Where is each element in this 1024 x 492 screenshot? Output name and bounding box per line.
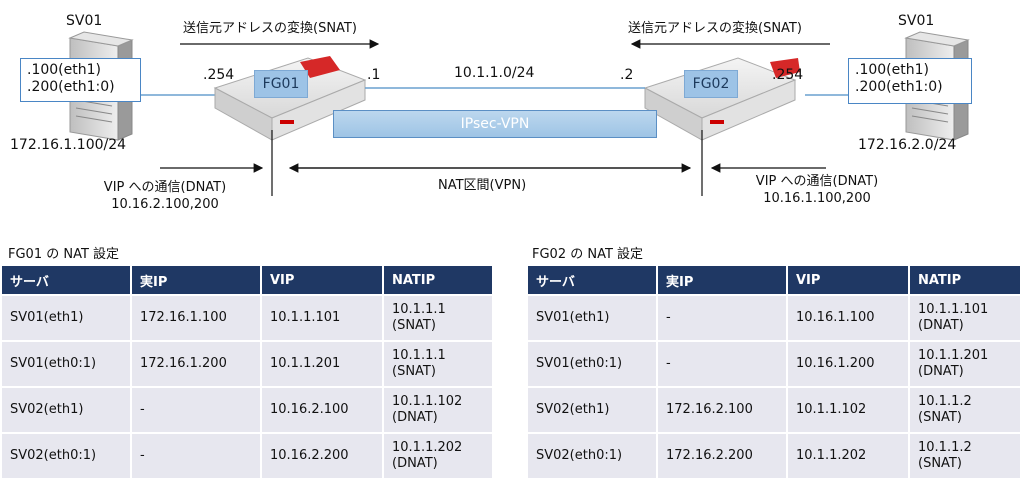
natip-type: (DNAT) bbox=[918, 364, 964, 379]
cell-server: SV01(eth1) bbox=[2, 294, 132, 341]
nat-zone-label: NAT区間(VPN) bbox=[438, 178, 527, 193]
cell-natip: 10.1.1.201(DNAT) bbox=[909, 340, 1022, 387]
col-header-server: サーバ bbox=[528, 266, 658, 295]
natip-type: (DNAT) bbox=[392, 456, 438, 471]
table-row: SV02(eth1) - 10.16.2.100 10.1.1.102(DNAT… bbox=[2, 386, 494, 433]
table-row: SV01(eth0:1) 172.16.1.200 10.1.1.201 10.… bbox=[2, 340, 494, 387]
cell-server: SV02(eth0:1) bbox=[2, 432, 132, 478]
left-server-name: SV01 bbox=[66, 13, 103, 29]
cell-natip: 10.1.1.101(DNAT) bbox=[909, 294, 1022, 341]
table-header-row: サーバ 実IP VIP NATIP bbox=[2, 266, 494, 295]
natip-value: 10.1.1.2 bbox=[918, 394, 972, 409]
cell-server: SV02(eth0:1) bbox=[528, 432, 658, 478]
natip-value: 10.1.1.101 bbox=[918, 302, 989, 317]
cell-vip: 10.16.2.200 bbox=[261, 432, 384, 478]
cell-natip: 10.1.1.1(SNAT) bbox=[383, 294, 494, 341]
cell-real-ip: 172.16.1.200 bbox=[131, 340, 262, 387]
cell-vip: 10.16.2.100 bbox=[261, 386, 384, 433]
fg02-table-title: FG02 の NAT 設定 bbox=[532, 247, 644, 262]
table-row: SV01(eth1) - 10.16.1.100 10.1.1.101(DNAT… bbox=[528, 294, 1022, 341]
cell-real-ip: - bbox=[657, 294, 788, 341]
table-row: SV02(eth0:1) 172.16.2.200 10.1.1.202 10.… bbox=[528, 432, 1022, 478]
natip-value: 10.1.1.1 bbox=[392, 302, 446, 317]
cell-server: SV02(eth1) bbox=[528, 386, 658, 433]
cell-real-ip: - bbox=[131, 432, 262, 478]
cell-natip: 10.1.1.2(SNAT) bbox=[909, 432, 1022, 478]
cell-vip: 10.1.1.202 bbox=[787, 432, 910, 478]
table-header-row: サーバ 実IP VIP NATIP bbox=[528, 266, 1022, 295]
snat-left-label: 送信元アドレスの変換(SNAT) bbox=[183, 21, 357, 36]
cell-natip: 10.1.1.2(SNAT) bbox=[909, 386, 1022, 433]
ipsec-vpn-bar: IPsec-VPN bbox=[333, 110, 657, 138]
col-header-natip: NATIP bbox=[383, 266, 494, 295]
right-server-ip1: .100(eth1) bbox=[855, 62, 929, 78]
right-subnet: 172.16.2.0/24 bbox=[858, 137, 957, 153]
right-server-name: SV01 bbox=[898, 13, 935, 29]
fg01-outer-ip: .1 bbox=[367, 67, 381, 83]
cell-vip: 10.1.1.101 bbox=[261, 294, 384, 341]
cell-natip: 10.1.1.202(DNAT) bbox=[383, 432, 494, 478]
right-server-ip2: .200(eth1:0) bbox=[855, 79, 943, 95]
natip-type: (SNAT) bbox=[392, 318, 436, 333]
cell-natip: 10.1.1.1(SNAT) bbox=[383, 340, 494, 387]
cell-vip: 10.16.1.200 bbox=[787, 340, 910, 387]
fg02-nat-table: サーバ 実IP VIP NATIP SV01(eth1) - 10.16.1.1… bbox=[528, 266, 1022, 478]
natip-value: 10.1.1.1 bbox=[392, 348, 446, 363]
cell-real-ip: 172.16.2.100 bbox=[657, 386, 788, 433]
table-row: SV02(eth1) 172.16.2.100 10.1.1.102 10.1.… bbox=[528, 386, 1022, 433]
col-header-real-ip: 実IP bbox=[657, 266, 788, 295]
fg02-inner-ip: .254 bbox=[772, 67, 804, 83]
col-header-vip: VIP bbox=[261, 266, 384, 295]
dnat-left-line2: 10.16.2.100,200 bbox=[111, 197, 219, 212]
fg02-label: FG02 bbox=[684, 70, 738, 98]
snat-right-label: 送信元アドレスの変換(SNAT) bbox=[628, 21, 802, 36]
left-server-ip2: .200(eth1:0) bbox=[27, 79, 115, 95]
dnat-left-line1: VIP への通信(DNAT) bbox=[103, 180, 227, 195]
natip-type: (DNAT) bbox=[918, 318, 964, 333]
left-server-ip1: .100(eth1) bbox=[27, 62, 101, 78]
left-subnet: 172.16.1.100/24 bbox=[10, 137, 127, 153]
cell-vip: 10.16.1.100 bbox=[787, 294, 910, 341]
fg02-outer-ip: .2 bbox=[620, 67, 634, 83]
fg01-nat-table: サーバ 実IP VIP NATIP SV01(eth1) 172.16.1.10… bbox=[2, 266, 494, 478]
left-server-ip-box: .100(eth1) .200(eth1:0) bbox=[20, 58, 141, 102]
cell-real-ip: 172.16.1.100 bbox=[131, 294, 262, 341]
cell-vip: 10.1.1.102 bbox=[787, 386, 910, 433]
fg01-table-title: FG01 の NAT 設定 bbox=[8, 247, 120, 262]
cell-server: SV01(eth0:1) bbox=[528, 340, 658, 387]
col-header-server: サーバ bbox=[2, 266, 132, 295]
natip-type: (SNAT) bbox=[918, 456, 962, 471]
dnat-right-line1: VIP への通信(DNAT) bbox=[755, 174, 879, 189]
natip-type: (DNAT) bbox=[392, 410, 438, 425]
cell-natip: 10.1.1.102(DNAT) bbox=[383, 386, 494, 433]
dnat-right-line2: 10.16.1.100,200 bbox=[763, 191, 871, 206]
cell-real-ip: - bbox=[131, 386, 262, 433]
wan-subnet: 10.1.1.0/24 bbox=[454, 65, 535, 81]
cell-vip: 10.1.1.201 bbox=[261, 340, 384, 387]
natip-value: 10.1.1.202 bbox=[392, 440, 463, 455]
natip-type: (SNAT) bbox=[918, 410, 962, 425]
table-row: SV01(eth1) 172.16.1.100 10.1.1.101 10.1.… bbox=[2, 294, 494, 341]
col-header-vip: VIP bbox=[787, 266, 910, 295]
natip-value: 10.1.1.2 bbox=[918, 440, 972, 455]
table-row: SV01(eth0:1) - 10.16.1.200 10.1.1.201(DN… bbox=[528, 340, 1022, 387]
natip-value: 10.1.1.102 bbox=[392, 394, 463, 409]
fg01-label: FG01 bbox=[254, 70, 308, 98]
cell-real-ip: - bbox=[657, 340, 788, 387]
fg01-inner-ip: .254 bbox=[203, 67, 235, 83]
table-row: SV02(eth0:1) - 10.16.2.200 10.1.1.202(DN… bbox=[2, 432, 494, 478]
col-header-real-ip: 実IP bbox=[131, 266, 262, 295]
cell-server: SV01(eth0:1) bbox=[2, 340, 132, 387]
cell-server: SV01(eth1) bbox=[528, 294, 658, 341]
natip-type: (SNAT) bbox=[392, 364, 436, 379]
right-server-ip-box: .100(eth1) .200(eth1:0) bbox=[848, 58, 972, 104]
natip-value: 10.1.1.201 bbox=[918, 348, 989, 363]
col-header-natip: NATIP bbox=[909, 266, 1022, 295]
cell-server: SV02(eth1) bbox=[2, 386, 132, 433]
cell-real-ip: 172.16.2.200 bbox=[657, 432, 788, 478]
